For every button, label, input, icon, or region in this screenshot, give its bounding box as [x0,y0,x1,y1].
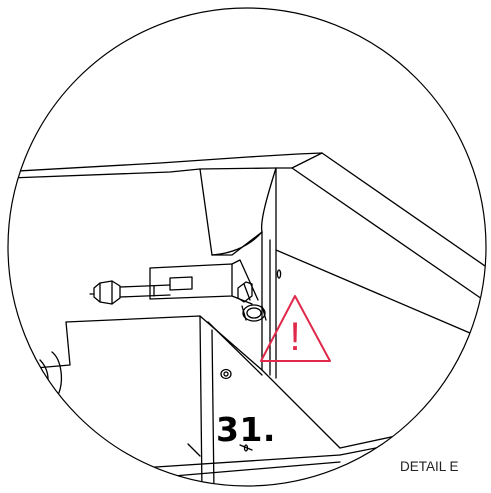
top-beam [8,152,486,276]
flange-nut [237,281,267,322]
warning-triangle-icon: ! [260,295,331,362]
frame-bolt-head [220,368,232,380]
svg-text:!: ! [289,315,300,359]
hex-bolt [89,280,171,305]
mounting-bracket [149,259,259,305]
detail-circle-outline [7,7,487,487]
right-side-plate [261,167,486,379]
detail-label: DETAIL E [400,459,459,474]
step-number: 31. [216,410,276,449]
